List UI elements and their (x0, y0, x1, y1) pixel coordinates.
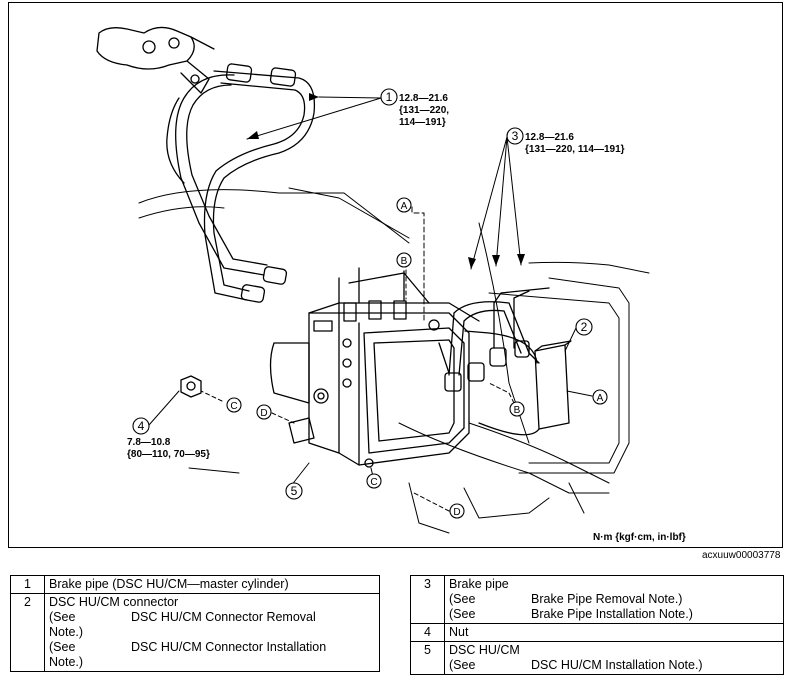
reference-link[interactable]: Brake Pipe Removal Note.) (531, 592, 683, 606)
part-name: Nut (444, 623, 784, 642)
diagram-drawing: 1 3 2 4 5 A A B B C C D D 12.8—21.6 {131… (96, 26, 686, 543)
part-description: Brake pipe (See Brake Pipe Removal Note.)… (444, 575, 784, 624)
part-number: 5 (410, 641, 445, 675)
part-name: DSC HU/CM (449, 643, 520, 657)
pipe-fittings (225, 63, 297, 303)
part-description: DSC HU/CM (See DSC HU/CM Installation Not… (444, 641, 784, 675)
callout-3-number: 3 (512, 129, 519, 143)
callout-2-number: 2 (581, 320, 588, 334)
table-row: 1 Brake pipe (DSC HU/CM—master cylinder) (10, 575, 380, 594)
torque-1-line1: 12.8—21.6 (399, 93, 448, 104)
arrowheads (247, 93, 525, 269)
part-name: DSC HU/CM connector (49, 595, 179, 609)
callout-labels: 1 3 2 4 5 (138, 90, 588, 498)
letter-labels: A A B B C C D D (230, 201, 603, 518)
letter-a-label: A (597, 393, 604, 404)
units-note: N·m {kgf·cm, in·lbf} (593, 532, 686, 543)
part-number: 1 (10, 575, 45, 594)
master-cylinder (96, 26, 215, 94)
table-row: 5 DSC HU/CM (See DSC HU/CM Installation N… (410, 641, 784, 675)
torque-3-line2: {131—220, 114—191} (525, 144, 625, 155)
part-number: 2 (10, 593, 45, 672)
reference-link[interactable]: DSC HU/CM Connector Installation (131, 640, 327, 654)
letter-b-label: B (514, 405, 521, 416)
part-number: 3 (410, 575, 445, 624)
figure-id: acxuuw00003778 (702, 550, 781, 561)
see-label: (See (449, 607, 476, 621)
letter-d-label: D (453, 507, 460, 518)
body-structure (138, 187, 650, 534)
letter-b-label: B (401, 256, 408, 267)
see-label: (See (449, 658, 476, 672)
part-number: 4 (410, 623, 445, 642)
dsc-hu-cm-unit (269, 267, 480, 468)
see-label: (See (449, 592, 476, 606)
torque-specs: 12.8—21.6 {131—220, 114—191} 12.8—21.6 {… (127, 93, 686, 543)
reference-link-cont[interactable]: Note.) (49, 625, 84, 639)
torque-3-line1: 12.8—21.6 (525, 132, 574, 143)
parts-table-left: 1 Brake pipe (DSC HU/CM—master cylinder)… (10, 575, 380, 672)
nut-4 (180, 375, 202, 398)
table-row: 3 Brake pipe (See Brake Pipe Removal Note… (410, 575, 784, 624)
reference-link[interactable]: DSC HU/CM Installation Note.) (531, 658, 703, 672)
letter-d-label: D (260, 408, 267, 419)
reference-link-cont[interactable]: Note.) (49, 655, 84, 669)
torque-4-line2: {80—110, 70—95} (127, 449, 210, 460)
callout-5-number: 5 (291, 484, 298, 498)
torque-1-line2: {131—220, (399, 105, 449, 116)
exploded-diagram: 1 3 2 4 5 A A B B C C D D 12.8—21.6 {131… (8, 2, 783, 548)
leader-lines (148, 96, 593, 512)
letter-c-label: C (230, 401, 237, 412)
letter-a-label: A (401, 201, 408, 212)
reference-link[interactable]: DSC HU/CM Connector Removal (131, 610, 316, 624)
callout-circles (132, 88, 608, 519)
reference-link[interactable]: Brake Pipe Installation Note.) (531, 607, 693, 621)
part-name: Brake pipe (DSC HU/CM—master cylinder) (44, 575, 380, 594)
torque-1-line3: 114—191} (399, 117, 446, 128)
see-label: (See (49, 640, 76, 654)
part-name: Brake pipe (449, 577, 509, 591)
table-row: 4 Nut (410, 623, 784, 642)
parts-table-right: 3 Brake pipe (See Brake Pipe Removal Note… (410, 575, 784, 675)
brake-pipes-3 (438, 287, 550, 392)
brake-pipes-1 (166, 70, 316, 301)
letter-c-label: C (370, 477, 377, 488)
callout-4-number: 4 (138, 419, 145, 433)
torque-4-line1: 7.8—10.8 (127, 437, 171, 448)
callout-1-number: 1 (386, 90, 393, 104)
see-label: (See (49, 610, 76, 624)
